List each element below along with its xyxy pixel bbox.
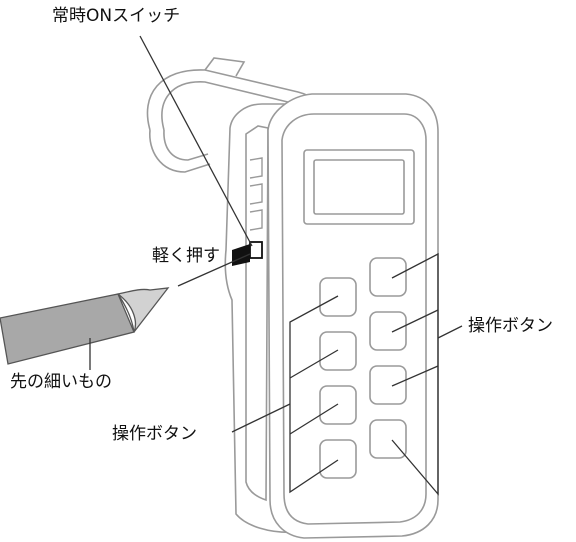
- bracket-right: [391, 252, 463, 496]
- operation-button[interactable]: [369, 419, 407, 459]
- label-operation-buttons-left: 操作ボタン: [112, 424, 197, 444]
- operation-button[interactable]: [369, 311, 407, 351]
- operation-buttons-right-column: [369, 257, 407, 459]
- display-screen: [303, 149, 415, 225]
- operation-button[interactable]: [319, 277, 357, 317]
- operation-button[interactable]: [319, 439, 357, 479]
- side-ribs: [249, 157, 263, 231]
- leader-line-press: [177, 253, 251, 287]
- label-press-lightly: 軽く押す: [152, 246, 220, 266]
- label-operation-buttons-right: 操作ボタン: [468, 316, 553, 336]
- operation-button[interactable]: [319, 331, 357, 371]
- leader-line-switch: [139, 35, 253, 247]
- label-always-on-switch: 常時ONスイッチ: [52, 6, 181, 26]
- operation-button[interactable]: [369, 257, 407, 297]
- pen-thin-object: [0, 287, 170, 365]
- operation-buttons-left-column: [319, 277, 357, 479]
- operation-button[interactable]: [369, 365, 407, 405]
- bracket-left: [231, 295, 339, 494]
- label-thin-object: 先の細いもの: [10, 372, 112, 392]
- operation-button[interactable]: [319, 385, 357, 425]
